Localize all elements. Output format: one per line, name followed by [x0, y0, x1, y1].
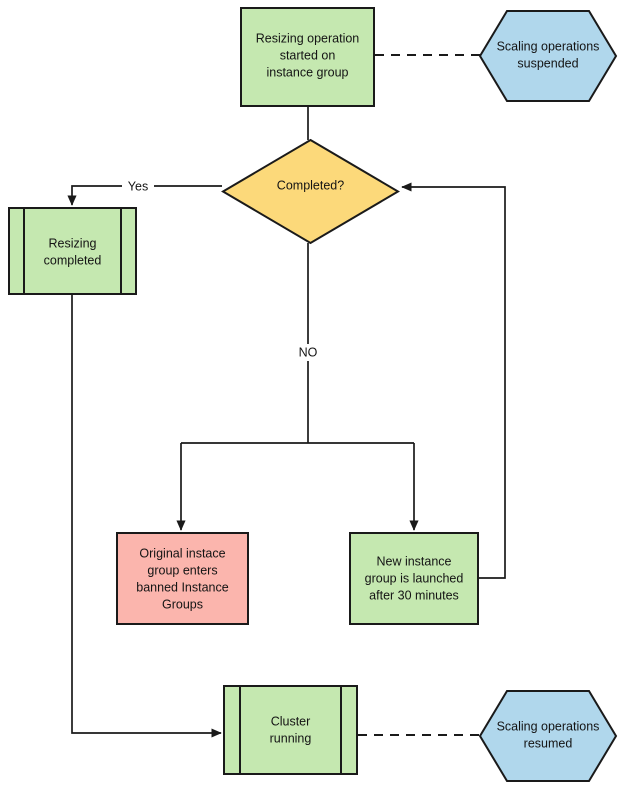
edge-label-no-text: NO: [299, 345, 318, 359]
node-resizing-completed-line-2: completed: [44, 253, 102, 267]
node-original-group-banned-line-2: group enters: [147, 563, 217, 577]
node-original-group-banned-line-4: Groups: [162, 597, 203, 611]
node-scaling-suspended-line-2: suspended: [517, 56, 578, 70]
node-original-group-banned[interactable]: Original instace group enters banned Ins…: [116, 532, 249, 625]
node-resizing-completed-line-1: Resizing: [49, 236, 97, 250]
node-completed-decision-label: Completed?: [277, 178, 344, 192]
node-resizing-started[interactable]: Resizing operation started on instance g…: [240, 7, 375, 107]
node-scaling-resumed[interactable]: Scaling operations resumed: [478, 690, 618, 782]
node-new-group-launched-line-3: after 30 minutes: [369, 588, 459, 602]
edge-label-yes-text: Yes: [128, 179, 148, 193]
node-resizing-started-line-3: instance group: [266, 65, 348, 79]
node-new-group-launched-line-1: New instance: [376, 554, 451, 568]
edge-new-group-to-decision: [401, 182, 506, 579]
edge-label-no: NO: [292, 344, 324, 361]
node-original-group-banned-line-3: banned Instance: [136, 580, 228, 594]
node-resizing-started-line-2: started on: [280, 48, 336, 62]
node-scaling-resumed-line-2: resumed: [524, 736, 573, 750]
node-scaling-suspended-line-1: Scaling operations: [497, 39, 600, 53]
node-scaling-suspended[interactable]: Scaling operations suspended: [478, 10, 618, 102]
edge-resizing-completed-to-cluster: [71, 294, 222, 738]
node-scaling-resumed-line-1: Scaling operations: [497, 719, 600, 733]
node-completed-decision[interactable]: Completed?: [221, 138, 400, 245]
node-cluster-running[interactable]: Cluster running: [223, 685, 358, 775]
node-resizing-completed[interactable]: Resizing completed: [8, 207, 137, 295]
edge-label-yes: Yes: [122, 178, 154, 194]
node-cluster-running-line-2: running: [270, 731, 312, 745]
node-new-group-launched[interactable]: New instance group is launched after 30 …: [349, 532, 479, 625]
node-new-group-launched-line-2: group is launched: [365, 571, 464, 585]
node-resizing-started-line-1: Resizing operation: [256, 31, 360, 45]
node-cluster-running-line-1: Cluster: [271, 714, 311, 728]
edge-decision-to-resizing-completed: [67, 185, 222, 206]
node-original-group-banned-line-1: Original instace: [139, 546, 225, 560]
